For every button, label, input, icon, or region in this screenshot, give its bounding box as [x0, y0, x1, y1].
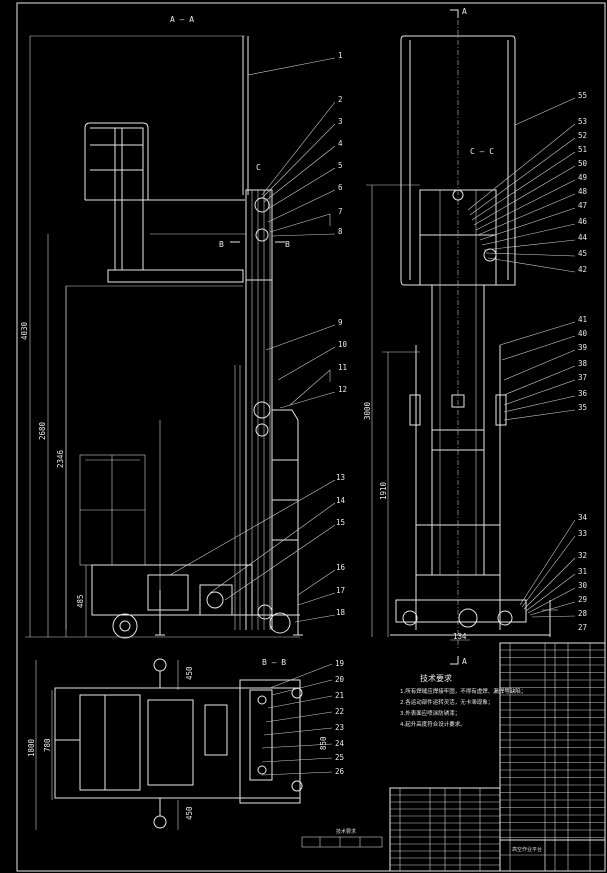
section-label-aa: A — A: [170, 15, 194, 24]
svg-text:33: 33: [578, 529, 587, 538]
svg-text:47: 47: [578, 201, 587, 210]
dim-2680: 2680: [38, 421, 47, 440]
svg-text:55: 55: [578, 91, 587, 100]
svg-text:41: 41: [578, 315, 587, 324]
bom-rows-left: [390, 794, 500, 866]
svg-text:4.起升高度符合设计要求。: 4.起升高度符合设计要求。: [400, 720, 466, 728]
svg-text:37: 37: [578, 373, 587, 382]
view-right: A A: [363, 7, 558, 666]
svg-text:12: 12: [338, 385, 347, 394]
dim-3000: 3000: [363, 401, 372, 420]
svg-text:38: 38: [578, 359, 588, 368]
drawing-title: 高空作业平台: [512, 846, 542, 853]
marker-a-top: A: [462, 7, 467, 16]
dim-1910: 1910: [379, 481, 388, 500]
svg-text:3.外表面应喷涂防锈漆；: 3.外表面应喷涂防锈漆；: [400, 709, 460, 717]
svg-text:50: 50: [578, 159, 588, 168]
marker-b-right: B: [285, 240, 290, 249]
svg-text:26: 26: [335, 767, 345, 776]
svg-text:49: 49: [578, 173, 587, 182]
svg-text:42: 42: [578, 265, 587, 274]
svg-text:22: 22: [335, 707, 344, 716]
section-label-bb: B — B: [262, 658, 286, 667]
svg-text:2.各运动部件运转灵活，无卡滞现象；: 2.各运动部件运转灵活，无卡滞现象；: [400, 698, 493, 706]
svg-text:46: 46: [578, 217, 588, 226]
marker-c: C: [256, 163, 261, 172]
svg-text:15: 15: [336, 518, 345, 527]
svg-text:36: 36: [578, 389, 588, 398]
svg-text:34: 34: [578, 513, 588, 522]
dim-2346: 2346: [56, 449, 65, 468]
svg-text:18: 18: [336, 608, 346, 617]
svg-text:35: 35: [578, 403, 587, 412]
drawing-frame: [16, 2, 606, 872]
svg-text:1.所有焊缝应焊接牢固，不得有虚焊、漏焊等缺陷；: 1.所有焊缝应焊接牢固，不得有虚焊、漏焊等缺陷；: [400, 687, 526, 695]
marker-b-left: B: [219, 240, 224, 249]
small-note-box: 技术要求: [301, 828, 383, 848]
svg-text:24: 24: [335, 739, 345, 748]
svg-text:16: 16: [336, 563, 346, 572]
svg-text:48: 48: [578, 187, 588, 196]
callouts-left: 1 2 3 4 5 6 7 8 9 10 11 12 13 14 15 16 1…: [169, 51, 348, 623]
svg-text:21: 21: [335, 691, 344, 700]
svg-text:技术要求: 技术要求: [336, 828, 356, 835]
svg-text:52: 52: [578, 131, 587, 140]
svg-text:5: 5: [338, 161, 343, 170]
dim-134: 134: [453, 632, 467, 641]
tech-title: 技术要求: [420, 673, 452, 683]
svg-text:17: 17: [336, 586, 345, 595]
svg-text:14: 14: [336, 496, 346, 505]
dim-1800: 1800: [27, 738, 36, 757]
svg-text:10: 10: [338, 340, 348, 349]
tech-requirements: 技术要求 1.所有焊缝应焊接牢固，不得有虚焊、漏焊等缺陷； 2.各运动部件运转灵…: [400, 673, 526, 728]
svg-text:13: 13: [336, 473, 345, 482]
svg-text:3: 3: [338, 117, 343, 126]
svg-text:39: 39: [578, 343, 587, 352]
svg-text:28: 28: [578, 609, 588, 618]
bom-table-right: [499, 642, 606, 872]
svg-text:9: 9: [338, 318, 343, 327]
svg-text:19: 19: [335, 659, 344, 668]
section-label-cc: C — C: [470, 147, 494, 156]
svg-text:8: 8: [338, 227, 343, 236]
marker-a-bottom: A: [462, 657, 467, 666]
callouts-plan: 19 20 21 22 23 24 25 26: [261, 659, 345, 776]
bom-rows-right: [500, 649, 605, 838]
svg-text:45: 45: [578, 249, 587, 258]
svg-text:2: 2: [338, 95, 343, 104]
svg-text:7: 7: [338, 207, 343, 216]
dim-780: 780: [43, 738, 52, 752]
dim-450-top: 450: [185, 666, 194, 680]
svg-text:44: 44: [578, 233, 588, 242]
dim-450-bottom: 450: [185, 806, 194, 820]
dim-850: 850: [319, 736, 328, 750]
svg-text:23: 23: [335, 723, 344, 732]
svg-text:29: 29: [578, 595, 587, 604]
svg-text:1: 1: [338, 51, 343, 60]
dim-total-height: 4030: [20, 321, 29, 340]
svg-text:6: 6: [338, 183, 343, 192]
svg-text:27: 27: [578, 623, 587, 632]
svg-text:4: 4: [338, 139, 343, 148]
svg-text:11: 11: [338, 363, 347, 372]
svg-text:20: 20: [335, 675, 345, 684]
svg-text:53: 53: [578, 117, 587, 126]
svg-text:51: 51: [578, 145, 587, 154]
dim-485: 485: [76, 594, 85, 608]
view-bb: B — B 1800 780 450 450 850: [27, 658, 328, 830]
svg-text:40: 40: [578, 329, 588, 338]
callouts-right: 55 53 52 51 50 49 48 47 46 44 45 42 41 4…: [467, 91, 588, 632]
title-block: 高空作业平台: [499, 839, 606, 872]
svg-text:31: 31: [578, 567, 587, 576]
bom-table-left: [389, 787, 501, 872]
view-aa: A — A: [20, 15, 303, 639]
svg-text:32: 32: [578, 551, 587, 560]
svg-text:30: 30: [578, 581, 588, 590]
svg-text:25: 25: [335, 753, 344, 762]
